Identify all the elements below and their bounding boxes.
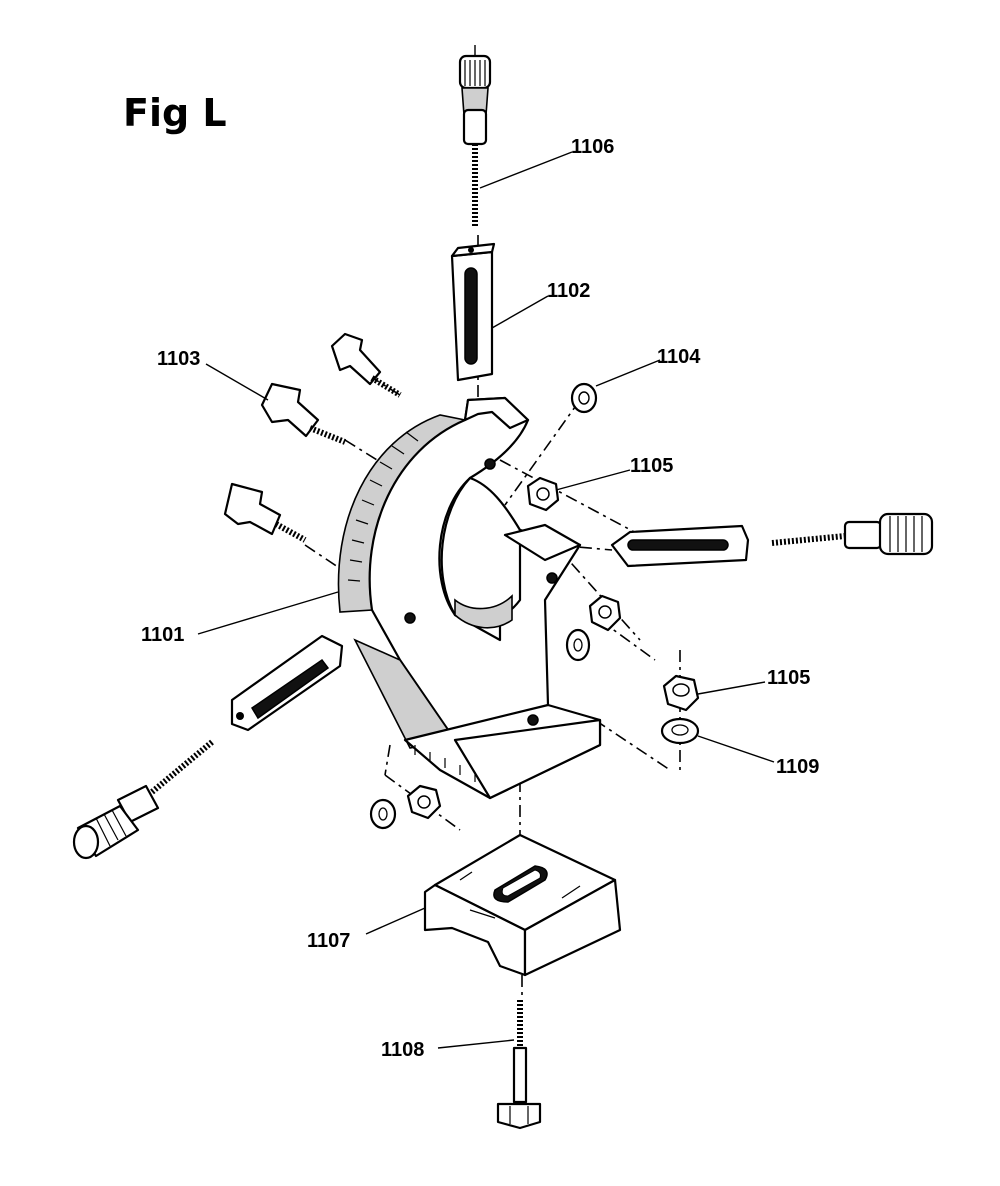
part-1106-adjusting-screw-top: [458, 45, 492, 228]
callout-1103: 1103: [157, 348, 200, 370]
part-1103-t-bolt-lower: [223, 482, 307, 543]
figure-title: Fig L: [123, 91, 227, 135]
callout-1104: 1104: [657, 346, 701, 368]
part-clamp-bar-left: [72, 634, 344, 860]
part-washer-right: [565, 628, 591, 662]
callout-1105-upper: 1105: [630, 455, 673, 477]
callout-1102: 1102: [547, 280, 590, 302]
part-1103-t-bolt-upper: [330, 332, 402, 398]
part-1108-bottom-bolt: [496, 1000, 542, 1130]
part-hex-nut-bottom-left: [369, 784, 442, 830]
part-1101-main-body: [337, 396, 602, 800]
callout-1107: 1107: [307, 930, 350, 952]
part-1104-washer: [570, 382, 598, 414]
part-1102-clamp-bar-vertical: [450, 242, 496, 382]
callout-1105-lower: 1105: [767, 667, 810, 689]
part-1103-t-bolt-middle: [260, 382, 347, 445]
callout-1106: 1106: [571, 136, 614, 158]
callout-1108: 1108: [381, 1039, 424, 1061]
part-1105-hex-nut-upper: [526, 476, 560, 512]
callout-1109: 1109: [776, 756, 819, 778]
part-1105-hex-nut-lower-right: [662, 674, 700, 712]
part-1109-washer: [660, 717, 700, 745]
part-1107-base-block: [423, 833, 622, 977]
part-clamp-bar-right: [610, 512, 934, 568]
part-1105-hex-nut-right: [588, 594, 622, 632]
callout-1101: 1101: [141, 624, 184, 646]
leader-lines: [197, 151, 775, 1049]
